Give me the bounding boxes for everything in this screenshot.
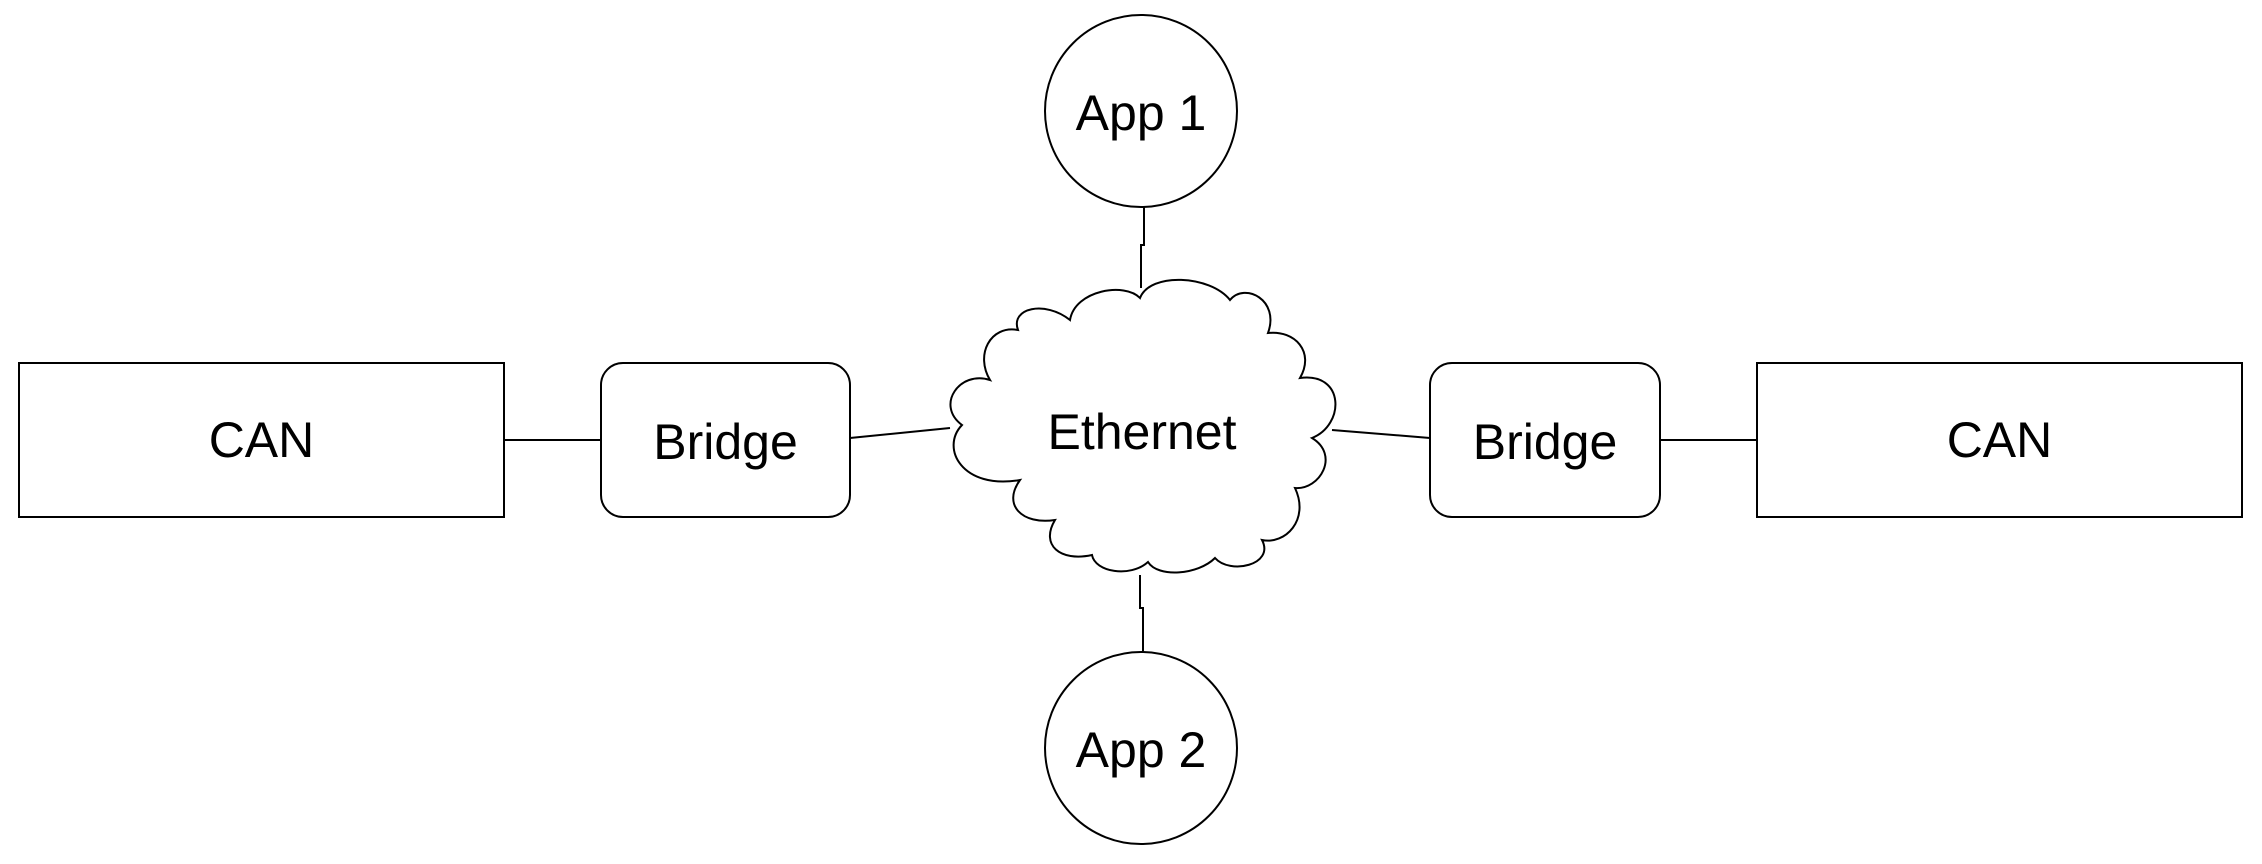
edge-ethernet-to-app2 bbox=[1139, 575, 1144, 651]
can-left-box bbox=[18, 362, 505, 518]
bridge-right-label: Bridge bbox=[1473, 414, 1618, 470]
app1-label: App 1 bbox=[1076, 85, 1207, 141]
edge-app1-to-ethernet bbox=[1140, 206, 1145, 288]
can-right-box bbox=[1756, 362, 2243, 518]
bridge-left-label: Bridge bbox=[653, 414, 798, 470]
edge-bridge-left-to-ethernet bbox=[849, 427, 951, 439]
ethernet-label: Ethernet bbox=[1047, 404, 1236, 460]
node-bridge-left: Bridge bbox=[600, 362, 851, 518]
app2-label: App 2 bbox=[1076, 722, 1207, 778]
node-can-right: CAN bbox=[1756, 362, 2243, 518]
node-bridge-right: Bridge bbox=[1429, 362, 1661, 518]
edge-ethernet-to-bridge-right bbox=[1331, 429, 1431, 439]
can-left-label: CAN bbox=[209, 412, 315, 468]
node-app2: App 2 bbox=[1044, 651, 1238, 845]
node-ethernet: Ethernet bbox=[949, 278, 1337, 574]
connections bbox=[504, 206, 1757, 651]
app2-circle bbox=[1044, 651, 1238, 845]
bridge-left-box bbox=[600, 362, 851, 518]
can-right-label: CAN bbox=[1947, 412, 2053, 468]
ethernet-cloud-shape bbox=[949, 278, 1337, 574]
bridge-right-box bbox=[1429, 362, 1661, 518]
app1-circle bbox=[1044, 14, 1238, 208]
node-app1: App 1 bbox=[1044, 14, 1238, 208]
node-can-left: CAN bbox=[18, 362, 505, 518]
